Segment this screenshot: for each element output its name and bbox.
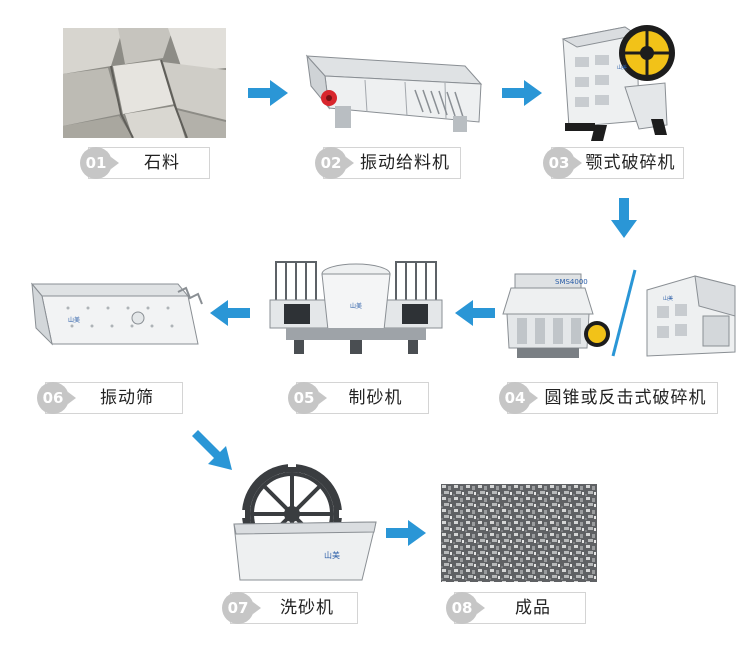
step-number-badge: 02 bbox=[315, 147, 354, 179]
vibrating-screen-image: 山美 bbox=[30, 282, 203, 346]
finished-aggregate-image bbox=[441, 484, 597, 582]
step-name: 振动筛 bbox=[100, 388, 154, 408]
arrow-down-icon bbox=[611, 198, 637, 238]
arrow-left-icon bbox=[455, 300, 495, 326]
svg-text:山美: 山美 bbox=[324, 550, 340, 560]
cone-impact-crusher-image: SMS4000 山美 bbox=[502, 269, 736, 358]
arrow-right-icon bbox=[502, 80, 542, 106]
step-01-label: 01 石料 bbox=[80, 147, 210, 179]
step-name: 洗砂机 bbox=[280, 598, 334, 618]
step-02-label: 02 振动给料机 bbox=[315, 147, 461, 179]
step-number-badge: 07 bbox=[222, 592, 261, 624]
svg-text:山美: 山美 bbox=[68, 316, 80, 324]
step-08-label: 08 成品 bbox=[446, 592, 586, 624]
arrow-left-icon bbox=[210, 300, 250, 326]
svg-text:山美: 山美 bbox=[350, 302, 362, 310]
svg-text:山美: 山美 bbox=[617, 64, 627, 71]
svg-text:山美: 山美 bbox=[663, 295, 673, 302]
stone-image bbox=[63, 28, 226, 138]
step-03-label: 03 颚式破碎机 bbox=[543, 147, 684, 179]
step-number-badge: 08 bbox=[446, 592, 485, 624]
vibrating-feeder-image bbox=[305, 54, 483, 132]
step-04-label: 04 圆锥或反击式破碎机 bbox=[499, 382, 718, 414]
step-name: 振动给料机 bbox=[360, 153, 450, 173]
arrow-right-icon bbox=[248, 80, 288, 106]
arrow-right-icon bbox=[386, 520, 426, 546]
sand-washing-machine-image: 山美 bbox=[233, 462, 377, 581]
step-number-badge: 06 bbox=[37, 382, 76, 414]
step-number-badge: 05 bbox=[288, 382, 327, 414]
step-05-label: 05 制砂机 bbox=[288, 382, 429, 414]
step-06-label: 06 振动筛 bbox=[37, 382, 183, 414]
step-name: 石料 bbox=[144, 153, 180, 173]
svg-text:SMS4000: SMS4000 bbox=[555, 278, 588, 286]
jaw-crusher-image: 山美 bbox=[561, 25, 675, 141]
step-name: 颚式破碎机 bbox=[585, 153, 676, 173]
step-name: 成品 bbox=[515, 598, 551, 618]
step-number-badge: 03 bbox=[543, 147, 582, 179]
step-07-label: 07 洗砂机 bbox=[222, 592, 358, 624]
step-name: 圆锥或反击式破碎机 bbox=[544, 388, 707, 408]
step-number-badge: 04 bbox=[499, 382, 538, 414]
arrow-down-right-icon bbox=[192, 430, 232, 470]
sand-making-machine-image: 山美 bbox=[269, 261, 443, 354]
step-number-badge: 01 bbox=[80, 147, 119, 179]
step-name: 制砂机 bbox=[348, 388, 403, 408]
